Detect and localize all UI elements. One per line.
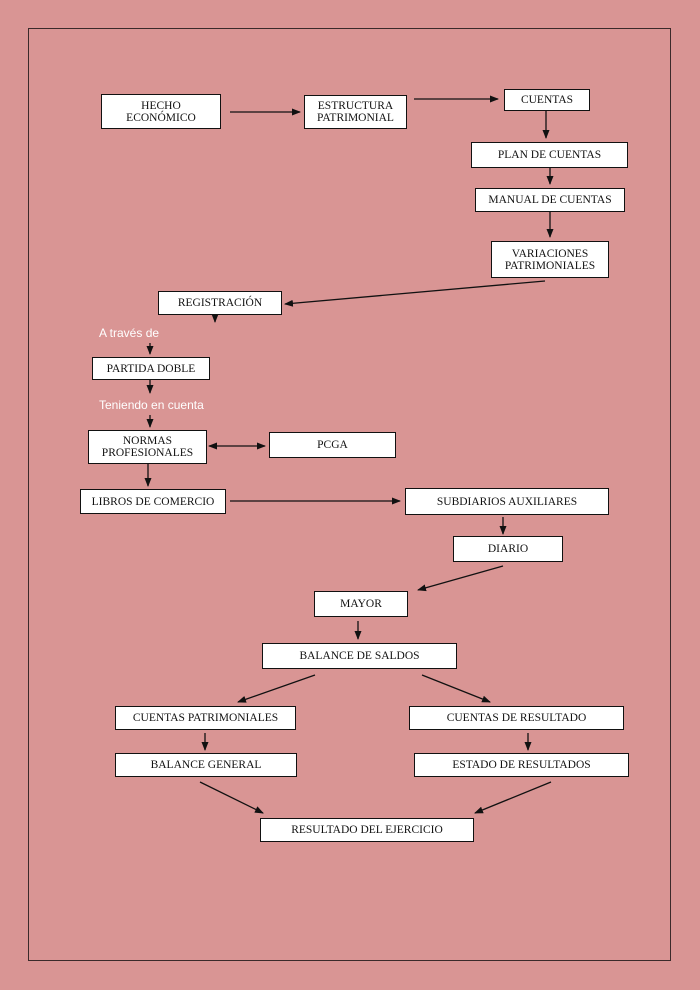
node-normas-profesionales: NORMAS PROFESIONALES — [88, 430, 207, 464]
node-cuentas-de-resultado: CUENTAS DE RESULTADO — [409, 706, 624, 730]
node-estructura-patrimonial: ESTRUCTURA PATRIMONIAL — [304, 95, 407, 129]
node-estado-de-resultados: ESTADO DE RESULTADOS — [414, 753, 629, 777]
node-balance-general: BALANCE GENERAL — [115, 753, 297, 777]
node-cuentas-patrimoniales: CUENTAS PATRIMONIALES — [115, 706, 296, 730]
node-resultado-del-ejercicio: RESULTADO DEL EJERCICIO — [260, 818, 474, 842]
node-partida-doble: PARTIDA DOBLE — [92, 357, 210, 380]
node-registracion: REGISTRACIÓN — [158, 291, 282, 315]
node-subdiarios-auxiliares: SUBDIARIOS AUXILIARES — [405, 488, 609, 515]
node-cuentas: CUENTAS — [504, 89, 590, 111]
node-diario: DIARIO — [453, 536, 563, 562]
node-variaciones-patrimoniales: VARIACIONES PATRIMONIALES — [491, 241, 609, 278]
node-hecho-economico: HECHO ECONÓMICO — [101, 94, 221, 129]
node-mayor: MAYOR — [314, 591, 408, 617]
node-pcga: PCGA — [269, 432, 396, 458]
node-manual-de-cuentas: MANUAL DE CUENTAS — [475, 188, 625, 212]
node-balance-de-saldos: BALANCE DE SALDOS — [262, 643, 457, 669]
node-plan-de-cuentas: PLAN DE CUENTAS — [471, 142, 628, 168]
note-a-traves-de: A través de — [99, 326, 160, 340]
node-libros-de-comercio: LIBROS DE COMERCIO — [80, 489, 226, 514]
page-frame — [28, 28, 671, 961]
note-teniendo-en-cuenta: Teniendo en cuenta — [99, 398, 204, 412]
